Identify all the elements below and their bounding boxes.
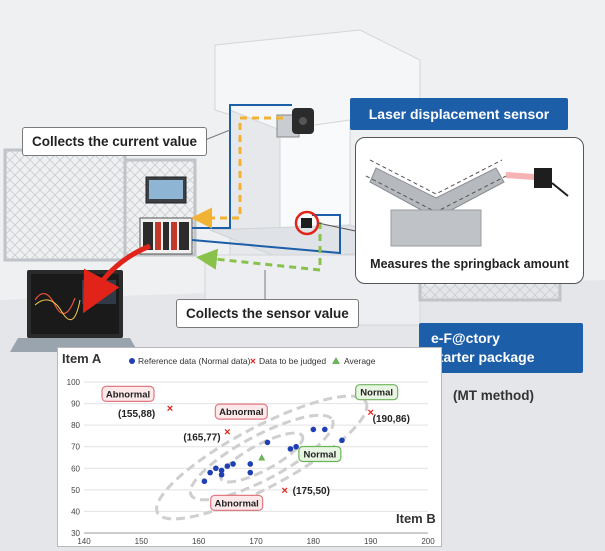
normal-badge [355,384,399,401]
judged-point-label: (175,50) [293,486,330,497]
laser-sensor-label: Laser displacement sensor [350,98,568,130]
ellipse-ring [155,394,369,521]
abnormal-badge [101,385,155,402]
y-tick-label: 30 [71,529,80,538]
y-tick-label: 90 [71,400,80,409]
x-tick-label: 180 [307,537,321,546]
chart-legend: Reference data (Normal data) × Data to b… [129,356,376,368]
x-tick-label: 160 [192,537,206,546]
x-tick-label: 200 [421,537,435,546]
reference-point [213,465,219,472]
judged-point-label: (190,86) [373,414,410,425]
mt-method-label: (MT method) [453,388,534,403]
reference-point [287,446,294,452]
reference-point [322,426,328,433]
chart-points: ××××× [167,403,374,497]
x-tick-label: 190 [364,537,378,546]
efactory-line1: e-F@ctory [431,330,500,346]
judged-point-label: (165,77) [183,433,220,444]
legend-reference-marker [129,358,135,364]
status-badge-text: Abnormal [219,407,263,418]
scatter-plot: 30 40 50 60 70 80 90 100 140 150 160 170 180 190 200 ×… [62,351,436,546]
judged-point: × [367,407,373,419]
efactory-label: e-F@ctory starter package [419,323,583,373]
status-badge-text: Normal [360,388,393,399]
legend-average: Average [344,356,376,366]
x-axis-label: Item B [396,511,436,526]
reference-point [247,461,254,467]
efactory-line2: starter package [431,349,535,365]
reference-point [207,469,213,476]
collects-current-callout: Collects the current value [22,127,208,156]
laptop [10,270,138,352]
collects-sensor-text: Collects the sensor value [186,306,349,321]
status-badge-text: Normal [303,450,336,461]
x-tick-label: 150 [135,537,149,546]
reference-point [293,443,299,450]
bent-workpiece-illustration [365,159,569,247]
y-tick-label: 40 [71,507,80,516]
judged-point: × [167,403,173,415]
legend-reference: Reference data (Normal data) [138,356,251,366]
mt-scatter-chart: 30 40 50 60 70 80 90 100 140 150 160 170 180 190 200 ×… [57,347,442,547]
y-tick-label: 70 [71,443,80,452]
y-tick-label: 50 [71,486,80,495]
reference-point [201,478,208,485]
y-axis-label: Item A [62,351,102,366]
reference-point [310,426,317,433]
hmi-panel [145,176,187,204]
reference-point [264,439,271,446]
abnormal-badge [210,494,264,511]
chart-axes: 30 40 50 60 70 80 90 100 140 150 160 170 180 190 200 [67,378,436,546]
y-tick-label: 60 [71,464,80,473]
x-tick-label: 140 [77,537,91,546]
springback-caption: Measures the springback amount [370,257,569,271]
judged-point: × [281,485,287,497]
x-tick-label: 170 [249,537,263,546]
legend-judged-marker: × [250,357,256,368]
reference-point [224,463,231,469]
springback-inset: Measures the springback amount [355,137,584,284]
laser-head-icon [534,168,552,188]
reference-point [247,469,254,476]
laser-sensor-text: Laser displacement sensor [368,106,550,122]
y-tick-label: 100 [67,378,81,387]
judged-point-label: (155,88) [118,409,155,420]
y-tick-label: 80 [71,421,80,430]
status-badge-text: Abnormal [214,498,258,509]
judged-point: × [224,427,230,439]
legend-judged: Data to be judged [259,356,326,366]
collects-sensor-callout: Collects the sensor value [176,299,359,328]
collects-current-text: Collects the current value [32,134,198,149]
abnormal-badge [214,403,268,420]
reference-point [339,437,345,444]
chart-callouts: (155,88) Abnormal (165,77) Abnormal (175,50)… [101,384,410,511]
legend-average-marker [332,357,340,364]
ellipse-ring [219,431,305,484]
average-point [258,454,266,461]
reference-point [230,461,236,467]
reference-point [218,467,225,474]
status-badge-text: Abnormal [106,389,150,400]
normal-badge [298,445,342,463]
servo-motor [276,108,314,138]
reference-point [218,471,225,478]
